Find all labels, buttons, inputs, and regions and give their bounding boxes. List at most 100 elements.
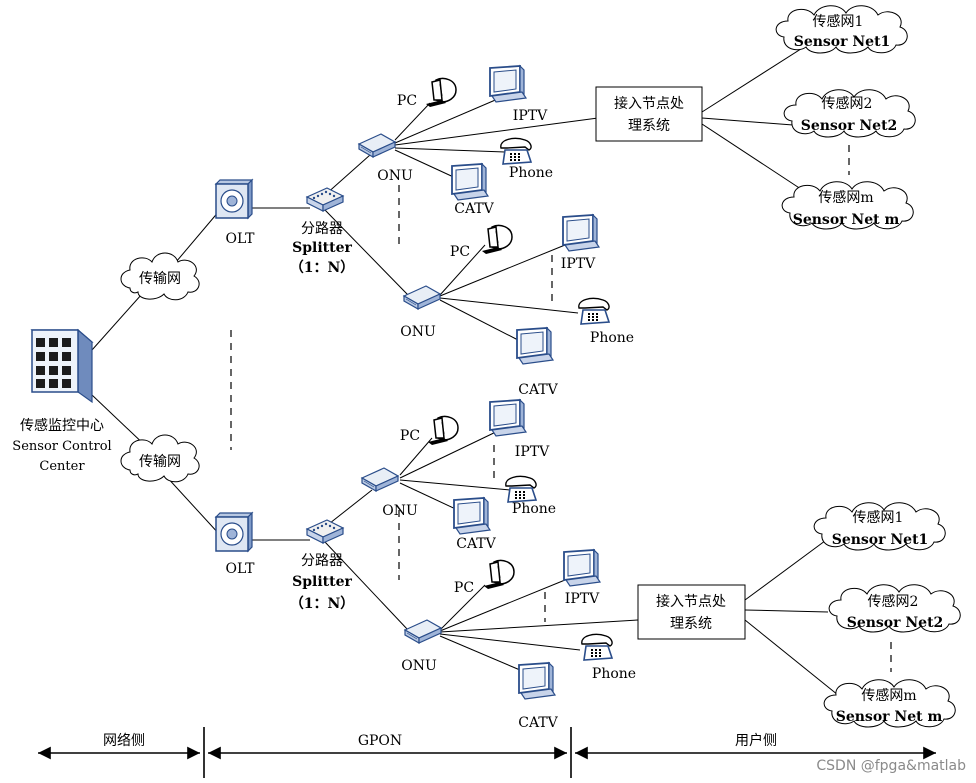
catv-label: CATV [456,536,496,552]
onu-icon [404,619,442,644]
catv-label: CATV [518,382,558,398]
sensor-net-label-en: Sensor Net1 [794,34,891,50]
zone-label-user: 用户侧 [735,732,777,749]
sensor-net-m-bottom: 传感网m Sensor Net m [823,679,956,728]
onu-1: ONU [358,133,413,184]
olt-label: OLT [226,561,256,577]
phone-icon [578,297,610,325]
terminal-group-4: PC IPTV Phone CATV [454,549,636,731]
iptv-label: IPTV [515,444,550,460]
building-icon [31,329,93,403]
sensor-net-label-en: Sensor Net1 [832,532,929,548]
splitter-label-cn: 分路器 [301,553,343,569]
splitter-bottom: 分路器 Splitter （1：N） [290,519,355,612]
phone-label: Phone [509,165,553,181]
sensor-net-label-cn: 传感网2 [822,95,873,112]
tv-monitor-icon [453,497,491,535]
tv-monitor-icon [562,214,600,252]
catv-label: CATV [454,201,494,217]
pc-label: PC [450,244,470,260]
transport-network-top: 传输网 [120,252,200,301]
onu-label: ONU [382,503,418,519]
olt-bottom: OLT [215,512,256,577]
iptv-label: IPTV [561,256,596,272]
phone-label: Phone [592,666,636,682]
pc-label: PC [454,580,474,596]
pc-icon [481,224,513,255]
tv-monitor-icon [516,327,554,365]
tv-monitor-icon [489,65,527,103]
terminal-group-1: PC IPTV Phone CATV [397,65,553,217]
onu-2: ONU [400,285,441,340]
transport-network-bottom: 传输网 [120,434,200,483]
ellipsis-dashes [230,145,892,672]
splitter-top: 分路器 Splitter （1：N） [290,187,355,276]
onu-3: ONU [361,467,418,519]
sensor-net-m-top: 传感网m Sensor Net m [781,181,914,230]
olt-label: OLT [226,231,256,247]
onu-label: ONU [401,658,437,674]
iptv-label: IPTV [513,108,548,124]
tv-monitor-icon [563,549,601,587]
zone-bar [37,727,936,778]
zone-label-network: 网络侧 [103,733,145,749]
splitter-icon [306,519,344,544]
zone-label-gpon: GPON [358,733,402,749]
phone-label: Phone [590,330,634,346]
pc-label: PC [397,93,417,109]
splitter-ratio: （1：N） [290,260,355,276]
onu-icon [403,285,441,310]
splitter-icon [306,187,344,212]
pc-label: PC [400,428,420,444]
center-label-cn: 传感监控中心 [20,417,104,434]
access-node-top: 接入节点处 理系统 [595,86,703,142]
tv-monitor-icon [451,163,489,201]
sensor-net-label-en: Sensor Net m [793,212,900,228]
watermark: CSDN @fpga&matlab [816,758,966,774]
sensor-net-1-bottom: 传感网1 Sensor Net1 [813,502,946,551]
sensor-net-label-cn: 传感网m [818,189,873,206]
onu-label: ONU [377,168,413,184]
onu-icon [358,133,396,158]
pc-icon [483,559,515,590]
transport-label: 传输网 [139,271,181,287]
pc-icon [425,77,457,108]
olt-icon [215,512,253,552]
access-node-label-1: 接入节点处 [614,95,684,112]
onu-4: ONU [401,619,442,674]
sensor-net-label-cn: 传感网1 [853,509,904,526]
sensor-net-label-en: Sensor Net2 [847,615,944,631]
splitter-label-en: Splitter [292,240,352,256]
splitter-label-en: Splitter [292,574,352,590]
splitter-ratio: （1：N） [290,596,355,612]
access-node-label-2: 理系统 [628,118,670,134]
phone-icon [505,475,537,503]
sensor-net-1-top: 传感网1 Sensor Net1 [775,5,908,54]
sensor-control-center: 传感监控中心 Sensor Control Center [12,329,112,474]
phone-icon [500,137,532,165]
tv-monitor-icon [489,399,527,437]
transport-label: 传输网 [139,454,181,470]
access-node-label-2: 理系统 [670,616,712,632]
catv-label: CATV [518,715,558,731]
center-label-en-2: Center [39,459,85,474]
access-node-label-1: 接入节点处 [656,593,726,610]
sensor-net-label-cn: 传感网1 [813,13,864,30]
olt-top: OLT [215,179,256,247]
phone-label: Phone [512,501,556,517]
phone-icon [581,633,613,661]
terminal-group-3: PC IPTV Phone CATV [400,399,556,552]
olt-icon [215,179,253,219]
iptv-label: IPTV [565,591,600,607]
center-label-en-1: Sensor Control [12,439,111,454]
sensor-net-2-bottom: 传感网2 Sensor Net2 [828,584,961,633]
sensor-net-2-top: 传感网2 Sensor Net2 [783,89,916,138]
terminal-group-2: PC IPTV Phone CATV [450,214,634,398]
tv-monitor-icon [518,662,556,700]
sensor-net-label-cn: 传感网m [861,687,916,704]
onu-icon [361,467,399,492]
sensor-net-label-cn: 传感网2 [868,593,919,610]
connection-lines [91,39,839,696]
sensor-net-label-en: Sensor Net2 [801,118,898,134]
